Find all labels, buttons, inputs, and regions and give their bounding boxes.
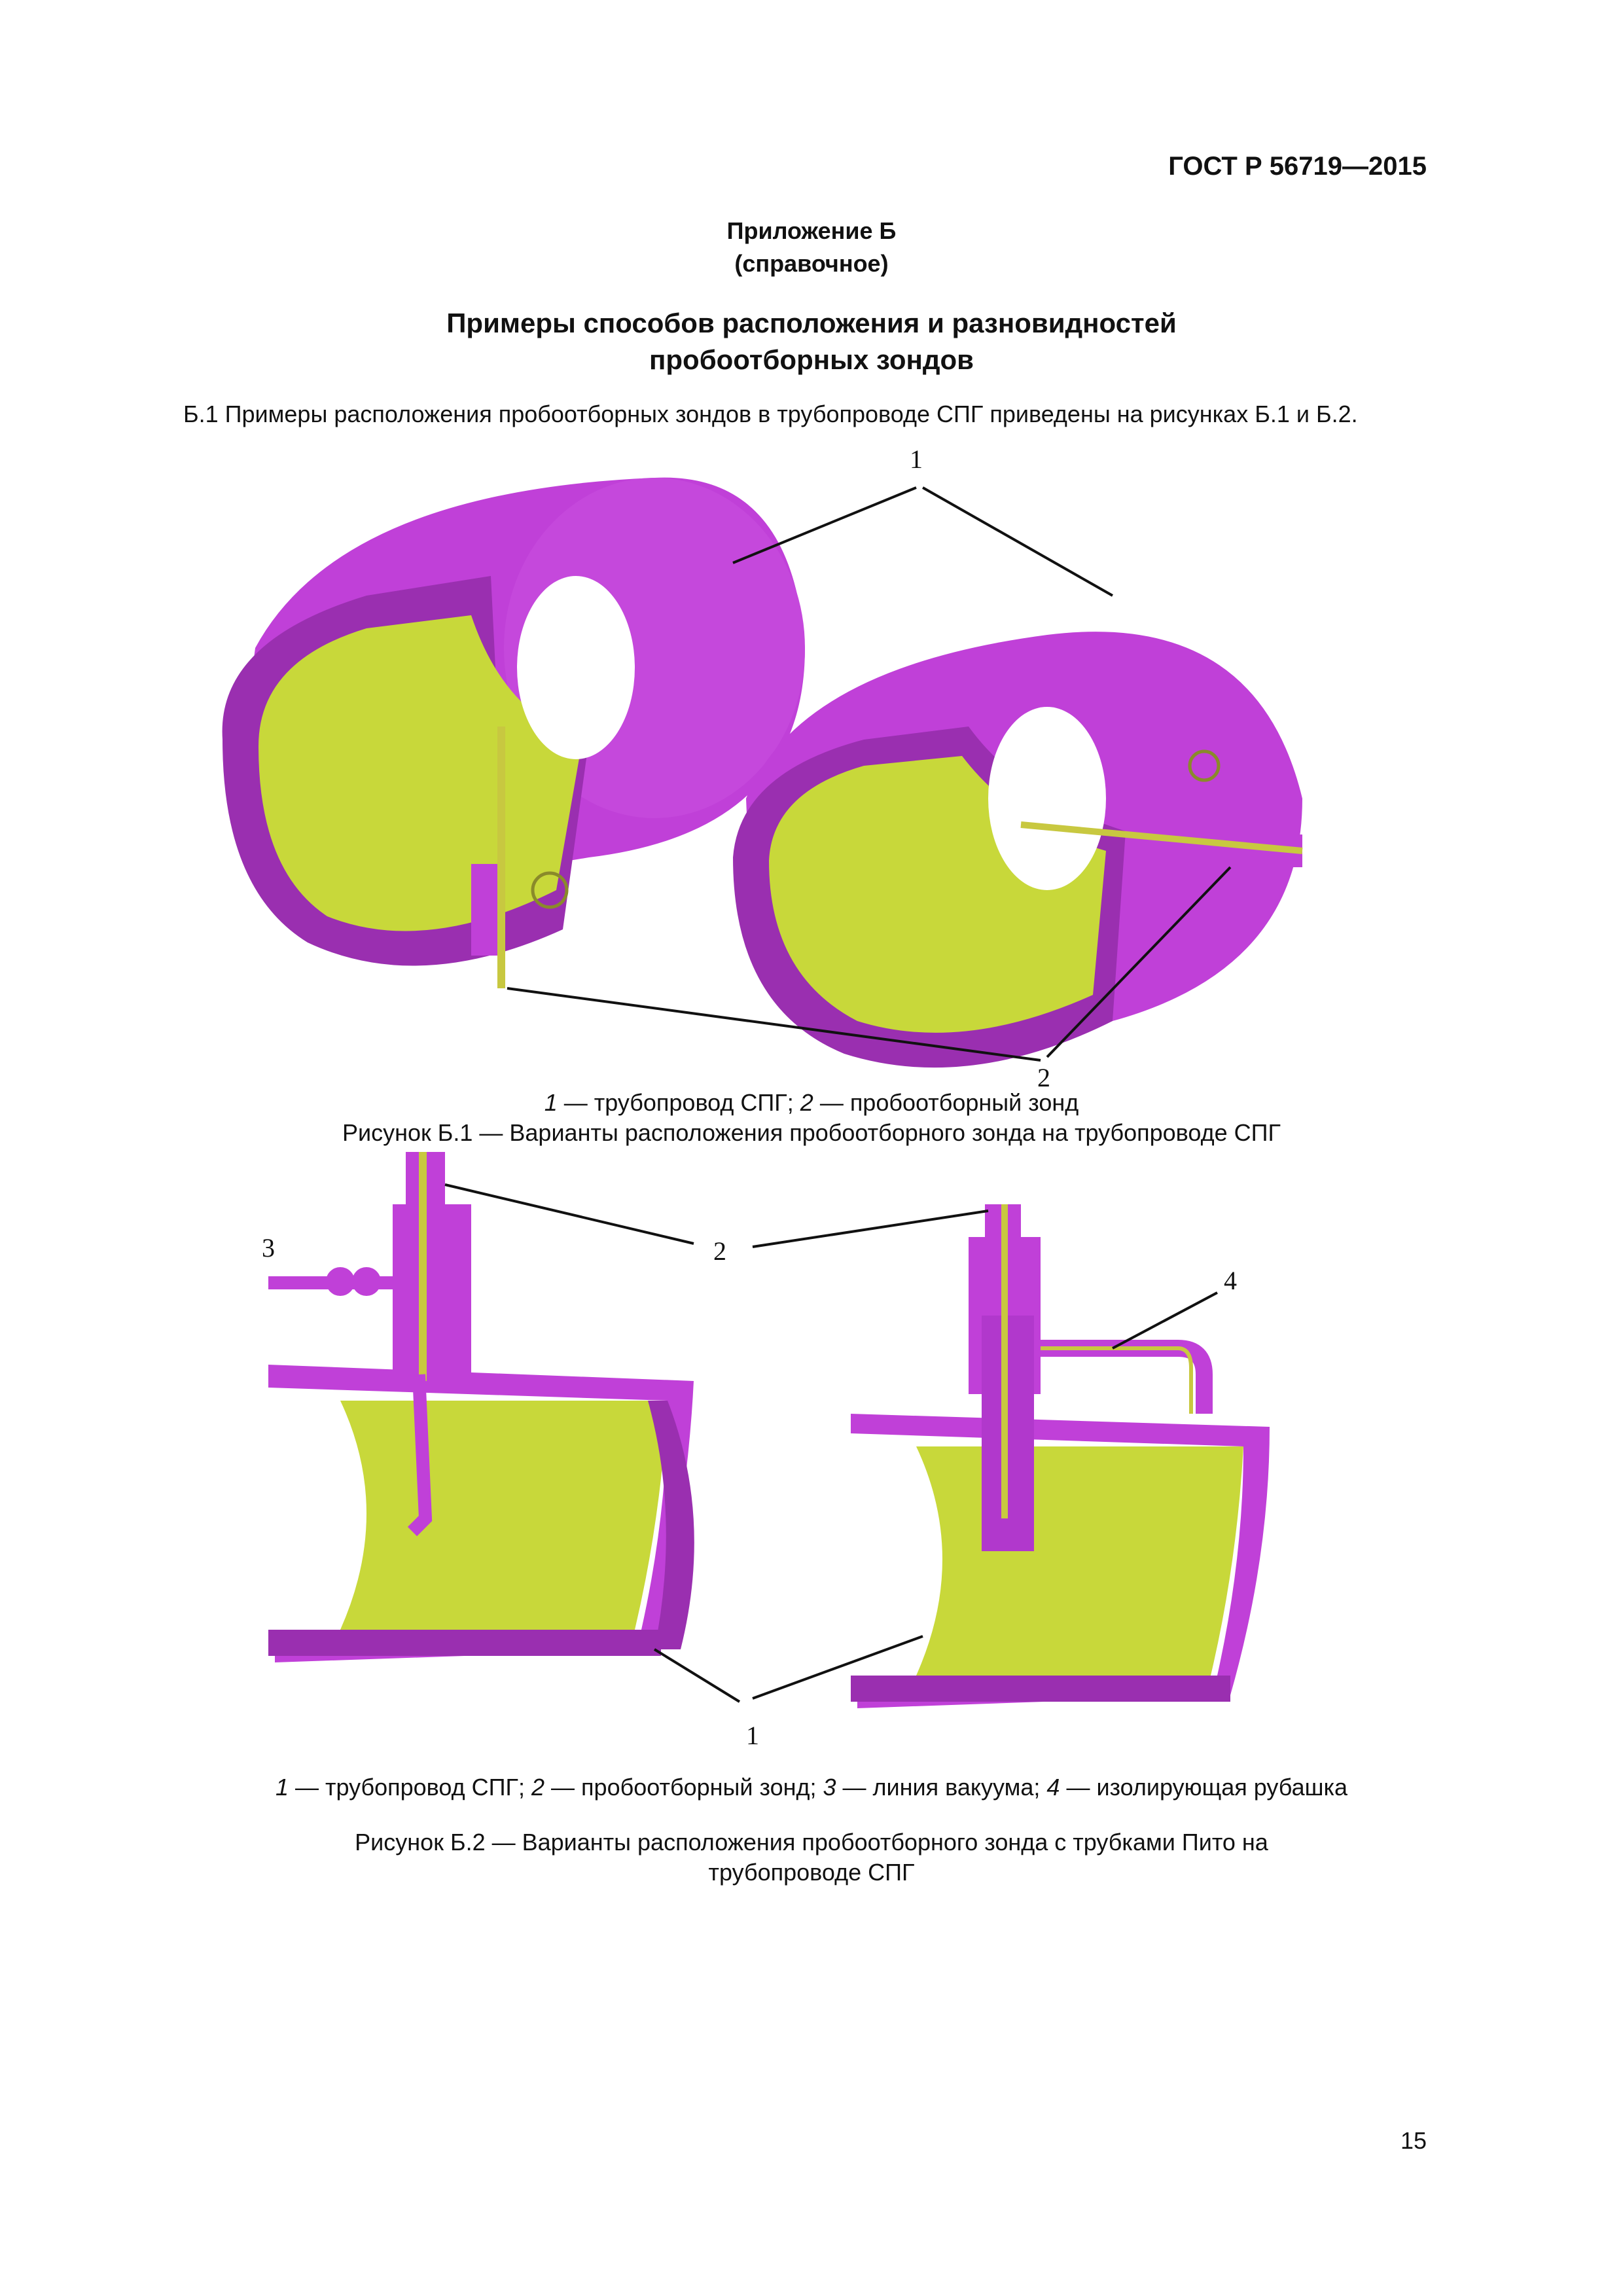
leader-lines: [444, 1183, 1218, 1703]
figure-2-caption-line1: Рисунок Б.2 — Варианты расположения проб…: [355, 1829, 1268, 1856]
legend-text: — изолирующая рубашка: [1060, 1774, 1348, 1801]
legend-text: — пробоотборный зонд: [813, 1089, 1079, 1116]
section-title-line2: пробоотборных зондов: [649, 344, 974, 375]
intro-paragraph: Б.1 Примеры расположения пробоотборных з…: [183, 401, 1358, 427]
figure-1-illustration: 1 2: [222, 444, 1303, 1092]
legend-num: 3: [823, 1774, 836, 1801]
legend-text: — трубопровод СПГ;: [557, 1089, 800, 1116]
pipe-left-cutaway: [268, 1152, 694, 1662]
figure-2-caption: Рисунок Б.2 — Варианты расположения проб…: [0, 1827, 1623, 1888]
appendix-subtitle: (справочное): [734, 250, 889, 277]
appendix-heading: Приложение Б (справочное): [0, 215, 1623, 280]
label-probe: 2: [1037, 1063, 1050, 1092]
pipe-right-cutaway: [851, 1204, 1270, 1708]
legend-num: 4: [1046, 1774, 1060, 1801]
legend-num: 1: [544, 1089, 558, 1116]
legend-num: 2: [531, 1774, 545, 1801]
figure-1-caption: Рисунок Б.1 — Варианты расположения проб…: [342, 1119, 1281, 1146]
figure-2-caption-line2: трубопроводе СПГ: [708, 1859, 915, 1886]
section-title: Примеры способов расположения и разновид…: [0, 305, 1623, 378]
label-pipeline: 1: [746, 1721, 759, 1750]
label-insulating-jacket: 4: [1224, 1266, 1237, 1295]
leader-lines: [507, 486, 1232, 1062]
pipe-right: [733, 632, 1303, 1068]
legend-text: — пробоотборный зонд;: [544, 1774, 823, 1801]
legend-text: — линия вакуума;: [836, 1774, 1047, 1801]
label-pipeline: 1: [910, 444, 923, 474]
pipe-left: [222, 477, 805, 988]
legend-text: — трубопровод СПГ;: [288, 1774, 532, 1801]
legend-num: 1: [275, 1774, 289, 1801]
standard-code: ГОСТ Р 56719—2015: [1168, 152, 1427, 181]
figure-2-illustration: 2 3 4 1: [262, 1152, 1270, 1750]
legend-num: 2: [800, 1089, 813, 1116]
label-vacuum-line: 3: [262, 1233, 275, 1263]
label-probe: 2: [713, 1236, 726, 1266]
page-number: 15: [1400, 2127, 1427, 2154]
appendix-title: Приложение Б: [726, 217, 897, 244]
figure-1-legend: 1 — трубопровод СПГ; 2 — пробоотборный з…: [0, 1088, 1623, 1118]
figure-2-legend: 1 — трубопровод СПГ; 2 — пробоотборный з…: [0, 1772, 1623, 1803]
section-title-line1: Примеры способов расположения и разновид…: [446, 308, 1177, 338]
